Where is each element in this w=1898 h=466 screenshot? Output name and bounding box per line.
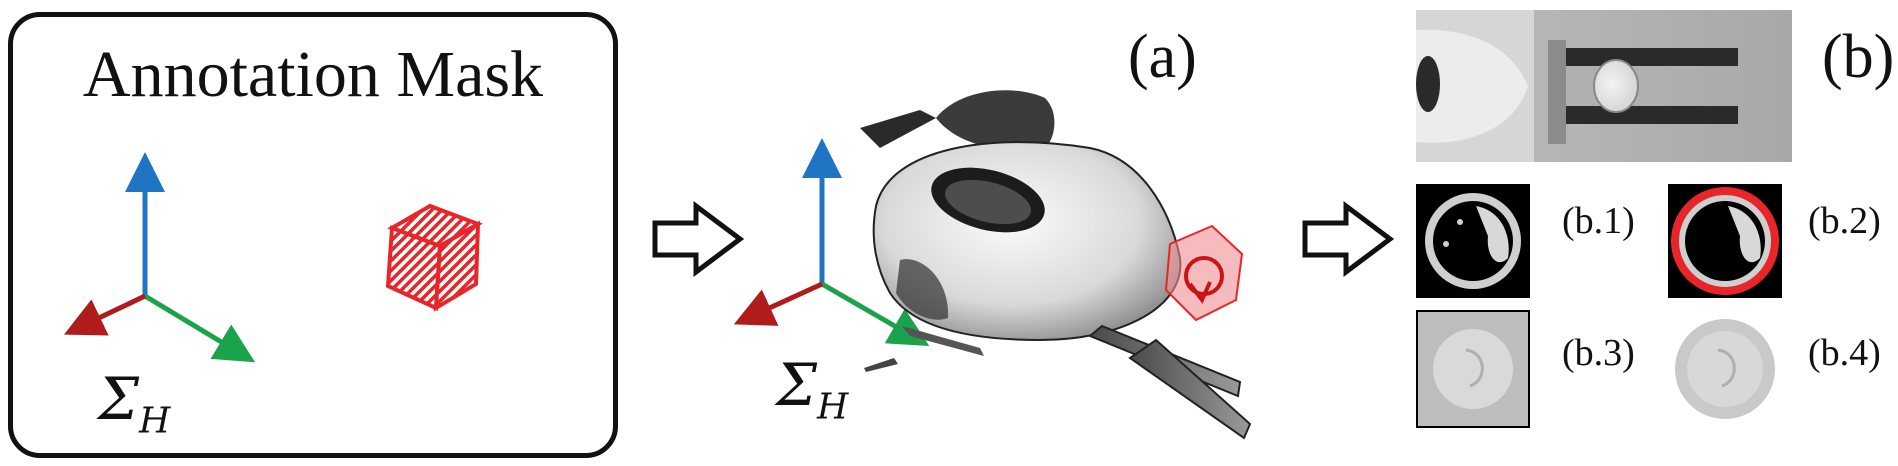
annotation-mask-panel bbox=[8, 12, 618, 458]
gripper-point-cloud bbox=[860, 90, 1252, 440]
crop-b4-image bbox=[1675, 319, 1775, 419]
panel-label-a: (a) bbox=[1128, 23, 1197, 91]
frame-subscript: H bbox=[817, 386, 849, 428]
hatched-cube-icon bbox=[385, 203, 483, 312]
crop-label-b2: (b.2) bbox=[1808, 200, 1881, 242]
panel-label-b: (b) bbox=[1822, 23, 1895, 91]
frame-symbol: Σ bbox=[98, 365, 140, 433]
annotation-mask-title: Annotation Mask bbox=[82, 38, 544, 111]
camera-image bbox=[1416, 10, 1792, 162]
frame-symbol: Σ bbox=[776, 351, 818, 419]
frame-label-scene: ΣH bbox=[776, 356, 848, 426]
right-arrow-icon bbox=[652, 201, 745, 277]
crop-b2-image bbox=[1668, 184, 1782, 298]
crop-b3-image bbox=[1416, 310, 1530, 428]
right-arrow-icon bbox=[1302, 201, 1395, 277]
frame-subscript: H bbox=[139, 400, 171, 442]
scene-axes bbox=[733, 138, 930, 347]
frame-label-mask: ΣH bbox=[98, 370, 170, 440]
crop-b1-image bbox=[1416, 184, 1530, 298]
crop-label-b1: (b.1) bbox=[1562, 200, 1635, 242]
crop-label-b4: (b.4) bbox=[1808, 332, 1881, 374]
crop-label-b3: (b.3) bbox=[1562, 332, 1635, 374]
mask-axes bbox=[63, 152, 256, 363]
